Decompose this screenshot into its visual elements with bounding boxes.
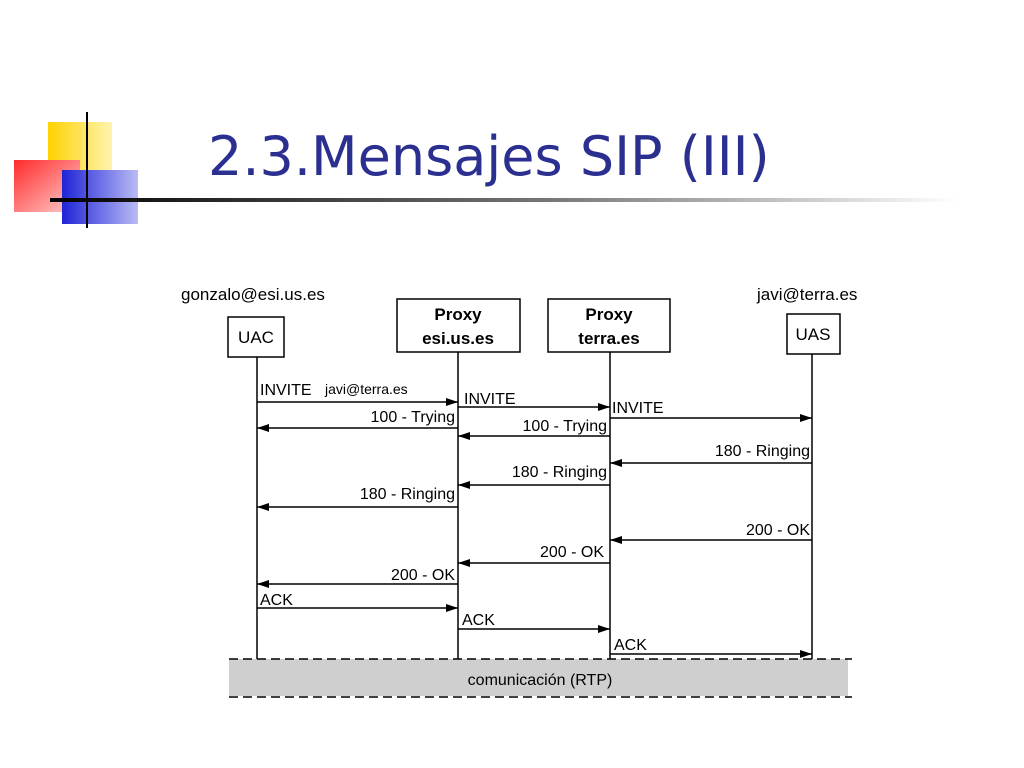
invite-uac-to-proxy-esi-target: javi@terra.es [324,381,408,397]
ok-proxy-esi-to-uac-label: 200 - OK [391,567,455,584]
page-title: 2.3.Mensajes SIP (III) [208,125,770,188]
rtp-band [229,659,848,696]
invite-proxy-terra-to-uas-label: INVITE [612,400,664,417]
uac-box [227,316,285,358]
proxy-terra-box [547,298,671,353]
proxy-esi-title: Proxy [434,305,482,324]
trying-proxy-terra-to-proxy-esi-label: 100 - Trying [523,418,607,435]
ok-uas-to-proxy-terra-label: 200 - OK [746,522,810,539]
proxy-terra-title: Proxy [585,305,633,324]
ringing-proxy-esi-to-uac-label: 180 - Ringing [360,486,455,503]
rtp-band-label: comunicación (RTP) [468,672,613,689]
ack-proxy-terra-to-uas-label: ACK [614,637,647,654]
uas-user-label: javi@terra.es [756,285,857,304]
uas-label: UAS [796,325,831,344]
ringing-proxy-terra-to-proxy-esi-label: 180 - Ringing [512,464,607,481]
ok-proxy-terra-to-proxy-esi-label: 200 - OK [540,544,604,561]
invite-proxy-esi-to-proxy-terra-label: INVITE [464,391,516,408]
uac-user-label: gonzalo@esi.us.es [181,285,325,304]
ringing-uas-to-proxy-terra-label: 180 - Ringing [715,443,810,460]
trying-proxy-esi-to-uac-label: 100 - Trying [371,409,455,426]
ack-proxy-esi-to-proxy-terra-label: ACK [462,612,495,629]
blue-square [62,170,138,224]
slide-decoration [14,112,960,228]
uas-box [786,313,841,355]
proxy-esi-box [396,298,521,353]
title-underline [50,198,960,202]
uac-label: UAC [238,328,274,347]
proxy-esi-domain: esi.us.es [422,329,494,348]
proxy-terra-domain: terra.es [578,329,639,348]
ack-uac-to-proxy-esi-label: ACK [260,592,293,609]
invite-uac-to-proxy-esi-label: INVITE [260,382,312,399]
